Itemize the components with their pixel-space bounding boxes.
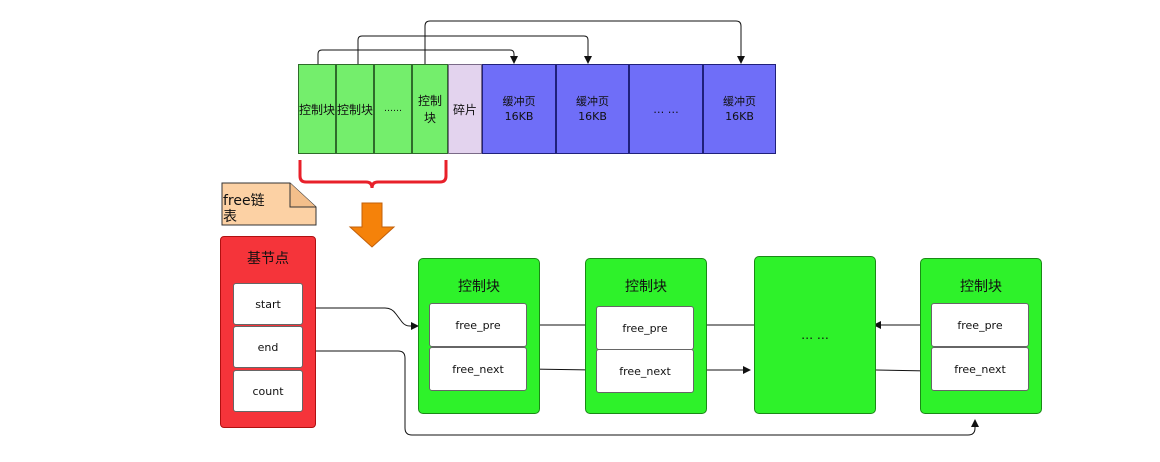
control-block-title: 控制块 [458, 279, 500, 295]
list-control-block-3: 控制块 free_pre free_next [920, 258, 1042, 414]
free-pre-field: free_pre [429, 303, 527, 347]
pool-control-block-2: 控制块 [336, 64, 374, 154]
control-block-title: 控制块 [625, 279, 667, 295]
pool-buffer-page-2: 缓冲页 16KB [556, 64, 629, 154]
free-pre-field: free_pre [596, 306, 694, 350]
pool-control-block-3: 控制块 [412, 64, 448, 154]
base-field-end: end [233, 326, 303, 368]
end-pointer [316, 350, 979, 436]
control-brace [298, 160, 448, 189]
pool-buffer-page-ellipsis: … … [629, 64, 703, 154]
base-field-count: count [233, 370, 303, 412]
pool-fragment: 碎片 [448, 64, 482, 154]
pool-buffer-page-1: 缓冲页 16KB [482, 64, 556, 154]
pool-pointer-1 [317, 49, 518, 64]
pool-pointer-3 [424, 20, 745, 64]
free-next-field: free_next [429, 347, 527, 391]
free-next-field: free_next [931, 347, 1029, 391]
free-list-note: free链 表 [223, 193, 265, 225]
pool-pointer-2 [357, 35, 592, 64]
control-block-title: 控制块 [960, 279, 1002, 295]
list-control-block-1: 控制块 free_pre free_next [418, 258, 540, 414]
base-field-start: start [233, 283, 303, 325]
start-pointer [316, 307, 419, 330]
free-pre-field: free_pre [931, 303, 1029, 347]
pool-control-block-1: 控制块 [298, 64, 336, 154]
list-control-block-2: 控制块 free_pre free_next [585, 258, 707, 414]
list-ellipsis-node: … … [754, 256, 876, 414]
free-next-field: free_next [596, 349, 694, 393]
down-arrow [348, 202, 396, 248]
base-node: 基节点 start end count [220, 236, 316, 428]
base-node-title: 基节点 [247, 251, 289, 267]
pool-buffer-page-3: 缓冲页 16KB [703, 64, 776, 154]
pool-control-block-ellipsis: …… [374, 64, 412, 154]
